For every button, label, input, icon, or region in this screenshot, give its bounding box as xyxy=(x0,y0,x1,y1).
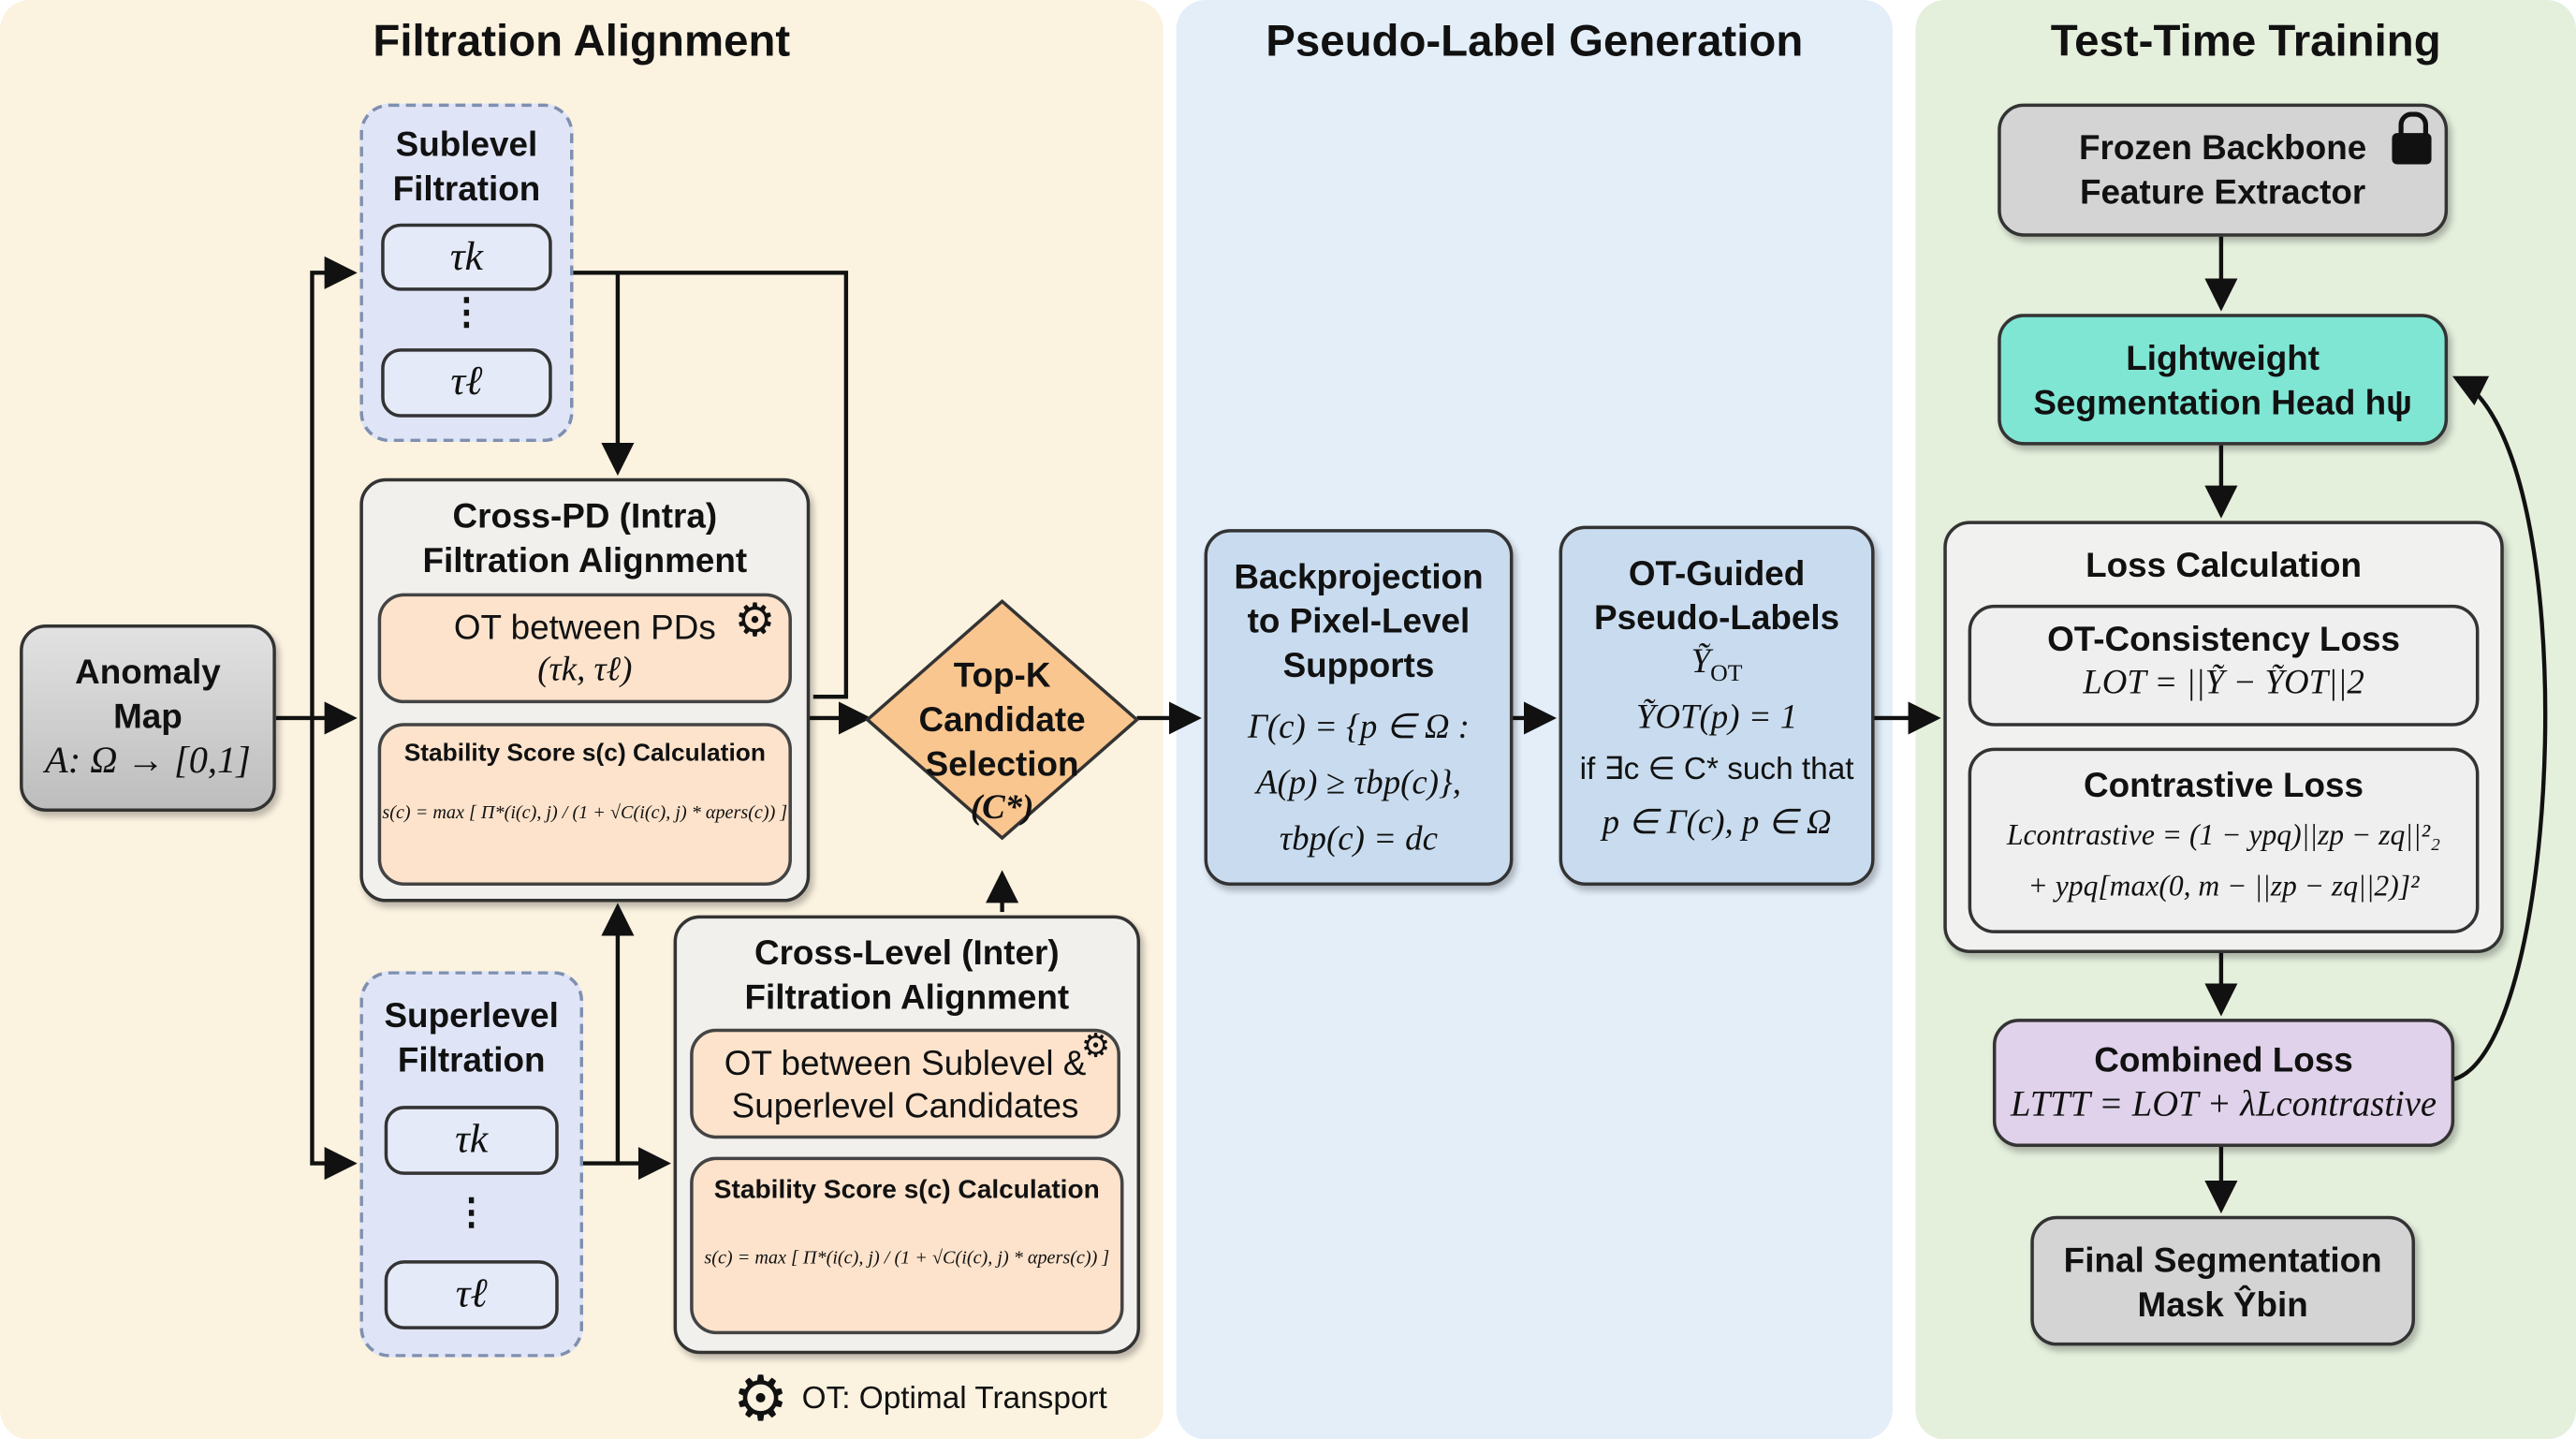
lock-icon xyxy=(2392,111,2432,165)
backprojection-formula-2: A(p) ≥ τbp(c)}, xyxy=(1255,762,1461,802)
ot-label: OT between PDs xyxy=(453,609,716,648)
ot-label-2: Superlevel Candidates xyxy=(731,1087,1079,1126)
ot-guided-title: OT-Guided xyxy=(1628,555,1806,594)
final-mask-box: Final Segmentation Mask Ŷbin xyxy=(2030,1215,2415,1346)
pseudo-label-subscript: OT xyxy=(1710,660,1743,687)
legend: ⚙ OT: Optimal Transport xyxy=(733,1367,1107,1432)
contrastive-loss-box: Contrastive Loss Lcontrastive = (1 − ypq… xyxy=(1968,747,2480,933)
pseudo-label-symbol: Ỹ xyxy=(1690,640,1711,681)
ot-guided-title-2: Pseudo-Labels xyxy=(1593,599,1840,638)
stability-formula: s(c) = max [ Π*(i(c), j) / (1 + √C(i(c),… xyxy=(704,1248,1110,1269)
backprojection-title-2: to Pixel-Level xyxy=(1247,603,1471,641)
legend-text: OT: Optimal Transport xyxy=(801,1382,1107,1417)
frozen-title: Frozen Backbone xyxy=(2079,129,2367,169)
sublevel-title-2: Filtration xyxy=(392,170,541,209)
anomaly-map-box: Anomaly Map A: Ω → [0,1] xyxy=(20,624,276,813)
sublevel-tau-k: τk xyxy=(381,223,552,291)
gear-icon: ⚙ xyxy=(734,595,776,646)
cross-level-ot-box: OT between Sublevel & Superlevel Candida… xyxy=(690,1028,1120,1139)
superlevel-title-2: Filtration xyxy=(397,1041,546,1080)
contrastive-loss-formula-2: + ypq[max(0, m − ||zp − zq||2)]² xyxy=(2027,869,2420,903)
cross-level-stability-box: Stability Score s(c) Calculation s(c) = … xyxy=(690,1156,1124,1335)
backprojection-box: Backprojection to Pixel-Level Supports Γ… xyxy=(1204,529,1514,886)
ot-loss-title: OT-Consistency Loss xyxy=(2047,621,2400,659)
loss-title: Loss Calculation xyxy=(2086,547,2362,585)
frozen-title-2: Feature Extractor xyxy=(2080,174,2366,213)
contrastive-loss-formula-1: Lcontrastive = (1 − ypq)||zp − zq||²₂ xyxy=(2006,818,2441,852)
topk-title-3: Selection xyxy=(925,745,1079,785)
head-title: Lightweight xyxy=(2126,340,2320,378)
ot-guided-formula-3: p ∈ Γ(c), p ∈ Ω xyxy=(1602,801,1832,842)
cross-pd-title: Cross-PD (Intra) xyxy=(452,497,718,536)
cross-pd-ot-box: OT between PDs (τk, τℓ) xyxy=(377,593,792,704)
combined-loss-box: Combined Loss LTTT = LOT + λLcontrastive xyxy=(1992,1019,2455,1148)
superlevel-dots: ⋮ xyxy=(453,1191,490,1233)
superlevel-tau-l: τℓ xyxy=(384,1260,559,1329)
final-title: Final Segmentation xyxy=(2063,1241,2382,1281)
topk-label: Top-K Candidate Selection (C*) xyxy=(887,654,1118,829)
stability-title: Stability Score s(c) Calculation xyxy=(713,1176,1100,1205)
frozen-backbone-box: Frozen Backbone Feature Extractor xyxy=(1998,103,2449,237)
combined-loss-title: Combined Loss xyxy=(2094,1041,2353,1080)
stability-title: Stability Score s(c) Calculation xyxy=(403,739,766,768)
cross-level-title-2: Filtration Alignment xyxy=(744,979,1070,1018)
superlevel-tau-k: τk xyxy=(384,1106,559,1175)
ot-formula: (τk, τℓ) xyxy=(537,649,633,689)
sublevel-title: Sublevel xyxy=(395,126,538,165)
sublevel-tau-l: τℓ xyxy=(381,348,552,418)
ot-consistency-loss-box: OT-Consistency Loss LOT = ||Ỹ − ỸOT||2 xyxy=(1968,604,2480,727)
gear-icon: ⚙ xyxy=(732,1365,789,1435)
segmentation-head-box: Lightweight Segmentation Head hψ xyxy=(1998,314,2449,446)
topk-title-2: Candidate xyxy=(918,701,1086,740)
contrastive-loss-title: Contrastive Loss xyxy=(2083,767,2364,805)
panel-title: Test-Time Training xyxy=(2050,16,2441,66)
ot-loss-formula: LOT = ||Ỹ − ỸOT||2 xyxy=(2083,662,2364,702)
stability-formula: s(c) = max [ Π*(i(c), j) / (1 + √C(i(c),… xyxy=(382,803,788,824)
topk-symbol: (C*) xyxy=(970,786,1034,827)
anomaly-map-title: Anomaly xyxy=(75,653,221,692)
panel-title: Filtration Alignment xyxy=(373,16,791,66)
sublevel-dots: ⋮ xyxy=(448,290,485,332)
ot-label: OT between Sublevel & xyxy=(724,1045,1087,1083)
gear-icon: ⚙ xyxy=(1080,1028,1111,1065)
head-title-2: Segmentation Head hψ xyxy=(2033,384,2412,423)
topk-diamond xyxy=(865,599,1140,841)
backprojection-formula-3: τbp(c) = dc xyxy=(1279,818,1438,859)
final-title-2: Mask Ŷbin xyxy=(2137,1286,2308,1325)
backprojection-title: Backprojection xyxy=(1234,558,1484,597)
superlevel-title: Superlevel xyxy=(384,997,559,1035)
topk-title: Top-K xyxy=(953,657,1051,696)
ot-guided-formula-1: ỸOT(p) = 1 xyxy=(1635,697,1798,737)
panel-title: Pseudo-Label Generation xyxy=(1266,16,1804,66)
backprojection-formula-1: Γ(c) = {p ∈ Ω : xyxy=(1247,706,1470,746)
backprojection-title-3: Supports xyxy=(1282,647,1435,685)
anomaly-map-title-2: Map xyxy=(113,697,183,737)
ot-guided-box: OT-Guided Pseudo-Labels ỸOT ỸOT(p) = 1 i… xyxy=(1559,525,1875,886)
ot-guided-formula-2: if ∃c ∈ C* such that xyxy=(1579,753,1854,788)
anomaly-map-formula: A: Ω → [0,1] xyxy=(45,739,251,781)
combined-loss-formula: LTTT = LOT + λLcontrastive xyxy=(2010,1082,2437,1124)
cross-level-title: Cross-Level (Inter) xyxy=(754,934,1060,974)
cross-pd-stability-box: Stability Score s(c) Calculation s(c) = … xyxy=(377,723,792,886)
cross-pd-title-2: Filtration Alignment xyxy=(422,542,748,580)
